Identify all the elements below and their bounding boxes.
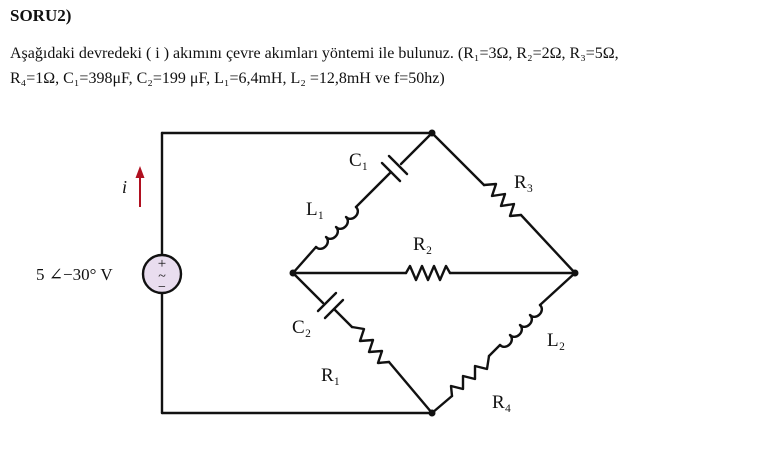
- label-r3: R₃: [514, 172, 533, 193]
- current-label: i: [122, 177, 127, 197]
- source-plus-sign: +: [158, 256, 166, 272]
- label-l1: L₁: [306, 199, 324, 220]
- label-r2: R₂: [413, 234, 432, 255]
- node-right: [571, 269, 579, 277]
- node-bottom: [428, 409, 436, 417]
- question-heading: SORU2): [10, 6, 72, 25]
- source-minus-sign: −: [158, 280, 166, 295]
- wire-r1-lower: [387, 360, 434, 415]
- label-c2: C₂: [292, 317, 311, 338]
- resistor-r4: [449, 354, 491, 398]
- current-arrow-icon: [135, 166, 145, 178]
- source-value-label: 5 ∠−30° V: [36, 265, 113, 284]
- wire-r4-lower: [430, 394, 454, 415]
- voltage-source: [141, 253, 183, 295]
- wire-c1-upper: [399, 131, 434, 166]
- label-c1: C₁: [349, 150, 368, 171]
- source-tilde-sign: ~: [158, 269, 166, 284]
- wire-l2-upper: [538, 271, 577, 307]
- wire-l1-lower: [291, 245, 318, 275]
- wire-c2-upper: [291, 271, 325, 305]
- resistor-r1: [350, 325, 391, 365]
- inductor-l1: [314, 205, 360, 251]
- wire-l2-lower: [487, 343, 502, 358]
- question-line-2: R₄=1Ω, C₁=398μF, C₂=199 μF, L₁=6,4mH, L₂…: [10, 70, 445, 87]
- label-l2: L₂: [547, 330, 565, 351]
- inductor-l2: [498, 303, 544, 349]
- label-r4: R₄: [492, 392, 511, 413]
- wire-c2-lower: [332, 307, 354, 329]
- question-text: Aşağıdaki devredeki ( i ) akımını çevre …: [10, 41, 778, 91]
- node-top: [428, 129, 436, 137]
- resistor-r3: [482, 182, 523, 218]
- question-line-1: Aşağıdaki devredeki ( i ) akımını çevre …: [10, 45, 619, 62]
- label-r1: R₁: [321, 365, 340, 386]
- wire-r3-upper: [430, 131, 486, 187]
- wire-r3-lower: [519, 213, 577, 275]
- node-left: [289, 269, 297, 277]
- resistor-r2: [404, 264, 452, 282]
- wire-c1-lower: [354, 170, 393, 209]
